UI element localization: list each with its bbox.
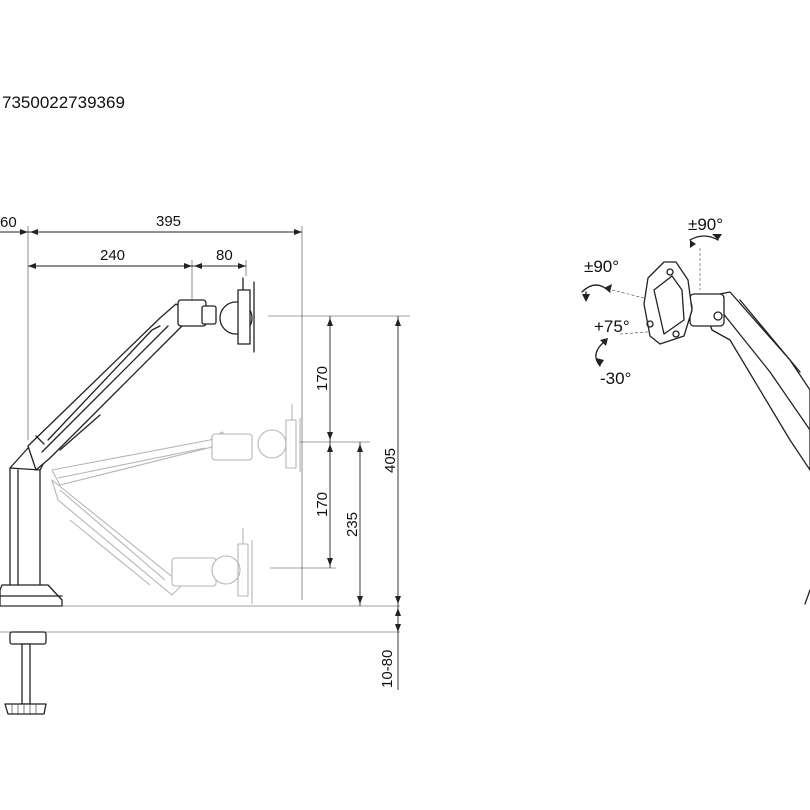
dim-lower-travel-label: 170	[314, 492, 331, 517]
desk-clamp	[4, 631, 47, 715]
dimension-10-80: 10-80	[379, 606, 401, 690]
dimension-395: 395	[28, 213, 303, 600]
dimension-405: 405	[382, 316, 401, 606]
vesa-plate	[643, 261, 693, 345]
rotation-arrow-swivel-icon	[581, 284, 612, 302]
product-code: 7350022739369	[2, 93, 125, 112]
dimension-170-upper: 170	[314, 316, 333, 442]
ghost-arm-lower	[51, 479, 253, 604]
dim-arm-length-label: 240	[100, 247, 125, 264]
dimension-170-lower: 170	[314, 442, 333, 568]
column	[9, 447, 49, 591]
rotation-tilt-top-label: ±90°	[688, 215, 723, 234]
dimension-235: 235	[344, 442, 363, 606]
ghost-arm-middle	[51, 404, 301, 486]
dimension-240: 240	[28, 247, 193, 300]
base-plate	[0, 584, 63, 607]
dim-head-depth-label: 80	[216, 247, 233, 264]
dim-reach-label: 395	[156, 213, 181, 230]
dimension-80: 80	[192, 247, 247, 276]
dim-clamp-range-label: 10-80	[379, 650, 396, 688]
dim-upper-travel-label: 170	[314, 366, 331, 391]
rotation-arrow-top-icon	[689, 234, 722, 248]
dim-offset-label: 60	[0, 214, 17, 231]
rotation-arrow-tilt-icon	[595, 338, 608, 367]
dim-max-height-label: 405	[382, 448, 399, 473]
rotation-detail-drawing: ±90° ±90° +75° -30°	[581, 215, 810, 605]
rotation-tilt-up-label: +75°	[594, 317, 630, 336]
dimension-60: 60	[0, 214, 29, 440]
dim-min-height-label: 235	[344, 512, 361, 537]
rotation-tilt-down-label: -30°	[600, 369, 631, 388]
main-arm	[27, 277, 255, 471]
side-view-drawing: 60 395 240 80	[0, 213, 410, 715]
rotation-swivel-label: ±90°	[584, 257, 619, 276]
